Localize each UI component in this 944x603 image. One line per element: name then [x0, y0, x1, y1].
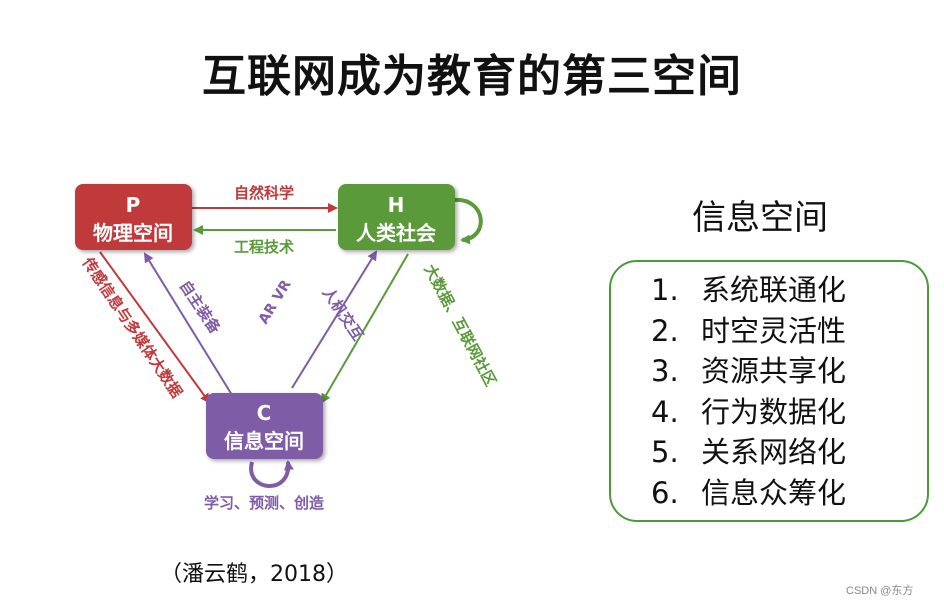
node-p-letter: P — [126, 193, 141, 217]
label-vr: VR — [270, 277, 295, 304]
node-p-name: 物理空间 — [93, 221, 173, 245]
list-item: 5. 关系网络化 — [651, 432, 846, 473]
list-item-text: 资源共享化 — [701, 354, 847, 388]
features-list: 1.系统联通化 2.时空灵活性 3.资源共享化 4.行为数据化 5.关系网络化 … — [651, 270, 846, 513]
label-engineering: 工程技术 — [234, 238, 294, 256]
label-autonomous-equipment: 自主装备 — [176, 277, 225, 338]
list-item: 4. 行为数据化 — [651, 392, 846, 433]
label-natural-science: 自然科学 — [234, 184, 294, 202]
list-item: 2. 时空灵活性 — [651, 311, 846, 352]
node-c-name: 信息空间 — [224, 429, 304, 453]
page-title: 互联网成为教育的第三空间 — [202, 51, 742, 102]
list-item-number: 5. — [651, 435, 679, 469]
node-h-name: 人类社会 — [356, 221, 436, 245]
label-learn-predict-create: 学习、预测、创造 — [204, 494, 324, 512]
list-item-text: 信息众筹化 — [701, 475, 847, 510]
list-item-text: 关系网络化 — [701, 435, 847, 469]
label-sensor-bigdata: 传感信息与多媒体大数据 — [78, 253, 186, 401]
label-bigdata-community: 大数据、互联网社区 — [420, 261, 499, 389]
node-c-letter: C — [257, 401, 272, 425]
arrow-c-to-h — [291, 250, 378, 389]
info-space-title: 信息空间 — [692, 198, 828, 238]
list-item-number: 3. — [651, 354, 679, 388]
loop-c — [249, 460, 294, 488]
label-ar: AR — [256, 300, 281, 327]
arrow-p-to-c — [99, 251, 211, 404]
list-item-number: 6. — [651, 475, 679, 510]
node-information-space: C 信息空间 — [206, 393, 323, 459]
loop-h — [454, 197, 483, 245]
list-item-text: 时空灵活性 — [701, 313, 847, 348]
features-box: 1.系统联通化 2.时空灵活性 3.资源共享化 4.行为数据化 5.关系网络化 … — [609, 260, 929, 522]
list-item: 6. 信息众筹化 — [651, 473, 846, 514]
list-item-number: 1. — [651, 273, 679, 307]
list-item-number: 2. — [651, 313, 679, 348]
list-item-text: 行为数据化 — [701, 394, 847, 429]
watermark: CSDN @东方 — [846, 585, 914, 597]
list-item: 3. 资源共享化 — [651, 351, 846, 392]
arrow-h-to-c — [320, 253, 409, 404]
node-human-society: H 人类社会 — [338, 184, 455, 250]
list-item: 1. 系统联通化 — [651, 270, 846, 311]
citation: （潘云鹤，2018） — [160, 562, 348, 587]
list-item-number: 4. — [651, 394, 679, 429]
arrow-c-to-p — [143, 252, 233, 396]
label-hci: 人机交互 — [319, 284, 367, 344]
node-physical-space: P 物理空间 — [75, 184, 192, 250]
node-h-letter: H — [388, 193, 405, 217]
list-item-text: 系统联通化 — [701, 273, 847, 307]
